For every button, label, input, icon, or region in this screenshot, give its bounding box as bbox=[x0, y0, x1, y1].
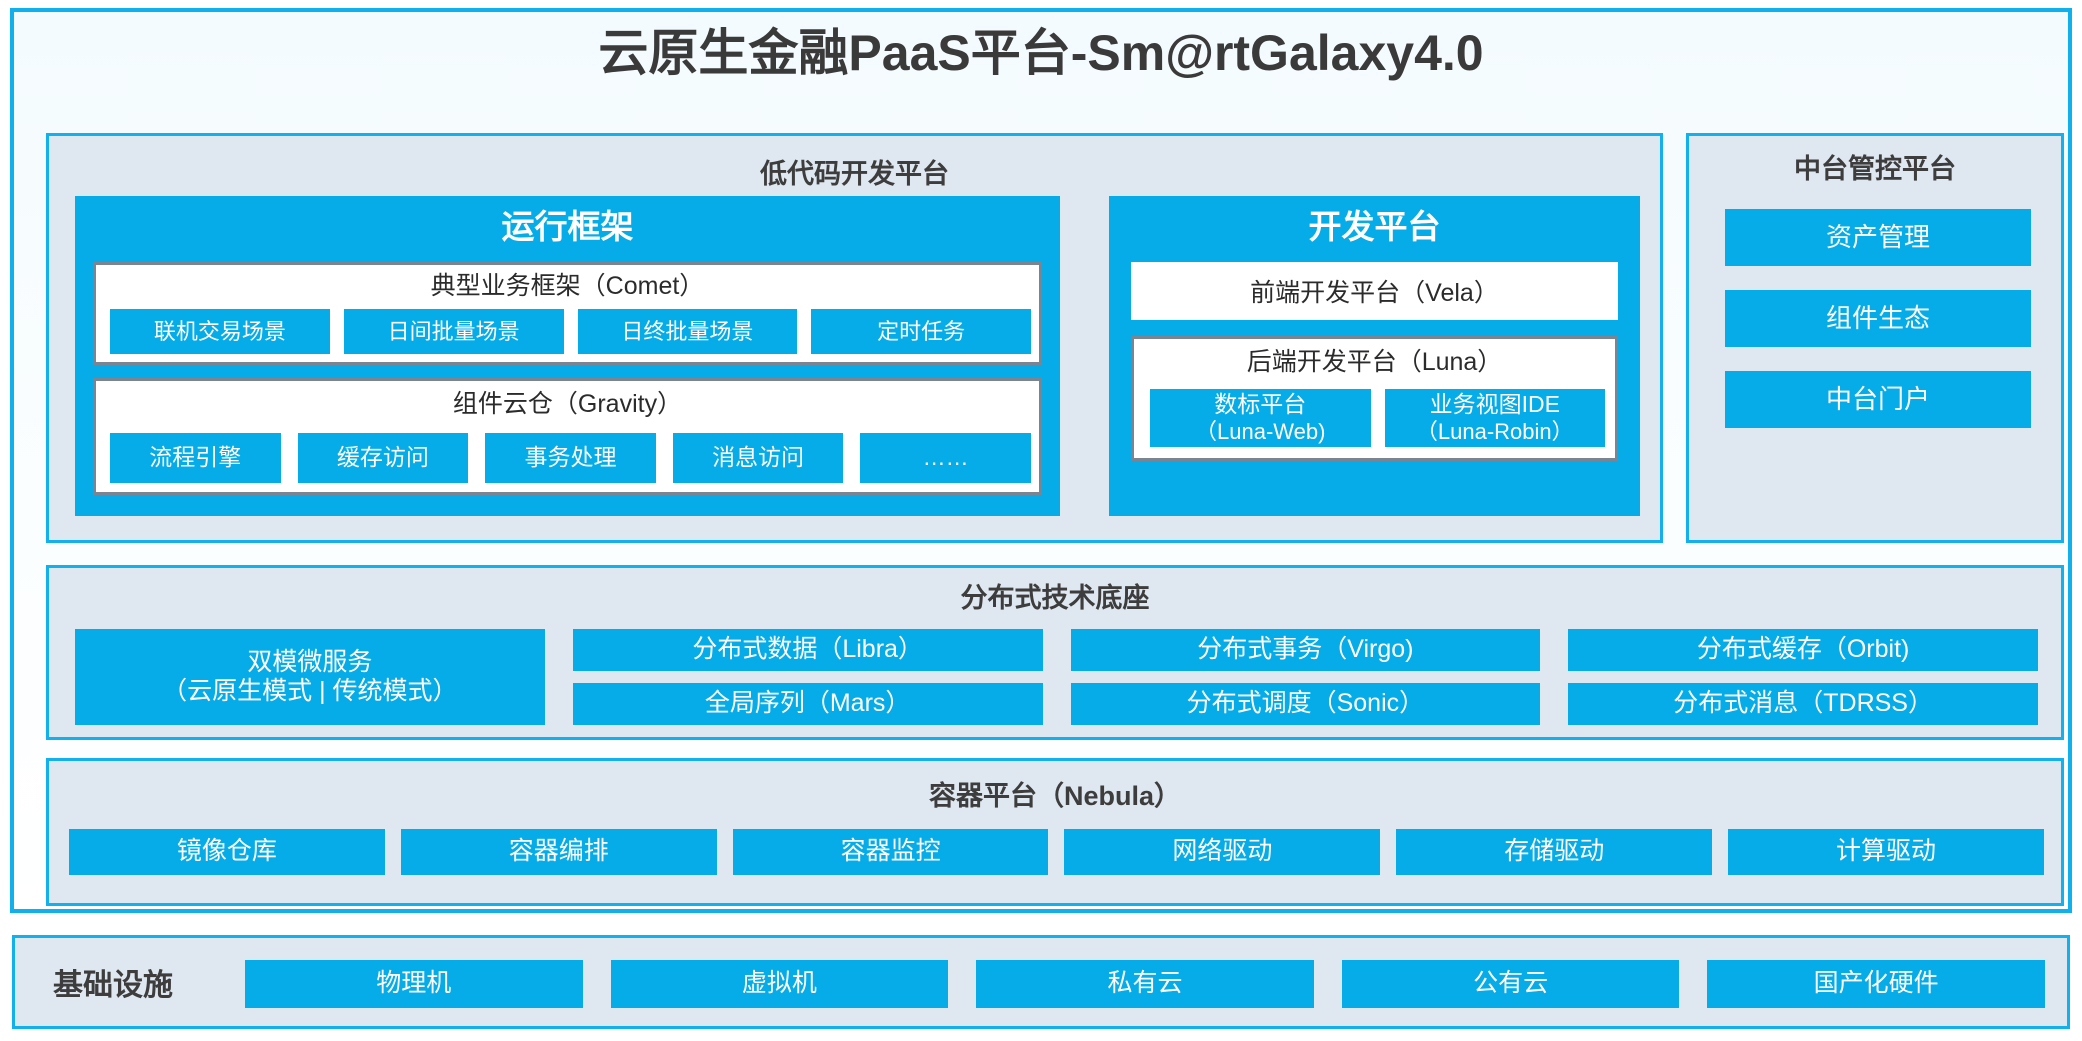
gravity-item[interactable]: 消息访问 bbox=[672, 433, 844, 483]
disttech-item[interactable]: 分布式缓存（Orbit) bbox=[1568, 629, 2038, 671]
disttech-item[interactable]: 分布式消息（TDRSS） bbox=[1568, 683, 2038, 725]
container-platform-title: 容器平台（Nebula） bbox=[928, 781, 1182, 811]
luna-item[interactable]: 数标平台 （Luna-Web) bbox=[1150, 389, 1371, 447]
comet-item[interactable]: 日间批量场景 bbox=[343, 309, 564, 354]
luna-item-sub: （Luna-Robin） bbox=[1415, 418, 1574, 444]
disttech-column-microservice: 双模微服务 （云原生模式 | 传统模式） bbox=[75, 629, 545, 725]
backend-dev-platform-card: 后端开发平台（Luna） 数标平台 （Luna-Web) 业务视图IDE （Lu… bbox=[1131, 336, 1618, 461]
container-item[interactable]: 容器监控 bbox=[732, 829, 1049, 875]
disttech-item[interactable]: 全局序列（Mars） bbox=[572, 683, 1043, 725]
disttech-item[interactable]: 分布式事务（Virgo) bbox=[1070, 629, 1541, 671]
page-title: 云原生金融PaaS平台-Sm@rtGalaxy4.0 bbox=[598, 25, 1484, 81]
container-item[interactable]: 存储驱动 bbox=[1396, 829, 1713, 875]
gravity-title: 组件云仓（Gravity） bbox=[452, 390, 683, 418]
gravity-item[interactable]: 事务处理 bbox=[485, 433, 656, 483]
lowcode-platform-title: 低代码开发平台 bbox=[760, 159, 949, 189]
development-platform-heading: 开发平台 bbox=[1308, 208, 1441, 245]
comet-item[interactable]: 日终批量场景 bbox=[577, 309, 798, 354]
infrastructure-item[interactable]: 物理机 bbox=[245, 960, 583, 1008]
runtime-framework-heading: 运行框架 bbox=[501, 208, 634, 245]
midoffice-item[interactable]: 中台门户 bbox=[1725, 371, 2031, 428]
infrastructure-label: 基础设施 bbox=[53, 969, 173, 1002]
midoffice-item[interactable]: 组件生态 bbox=[1725, 290, 2031, 347]
comet-item[interactable]: 联机交易场景 bbox=[110, 309, 330, 354]
infrastructure-item[interactable]: 公有云 bbox=[1341, 960, 1680, 1008]
midoffice-item-stack: 资产管理 组件生态 中台门户 bbox=[1725, 209, 2031, 452]
disttech-column-data: 分布式数据（Libra） 全局序列（Mars） bbox=[572, 629, 1043, 725]
container-platform-panel: 容器平台（Nebula） 镜像仓库 容器编排 容器监控 网络驱动 存储驱动 计算… bbox=[46, 758, 2064, 906]
luna-item-name: 数标平台 bbox=[1214, 391, 1307, 418]
comet-title: 典型业务框架（Comet） bbox=[430, 272, 705, 300]
comet-item-row: 联机交易场景 日间批量场景 日终批量场景 定时任务 bbox=[110, 309, 1031, 354]
platform-frame: 云原生金融PaaS平台-Sm@rtGalaxy4.0 低代码开发平台 运行框架 … bbox=[10, 8, 2072, 913]
midoffice-control-title: 中台管控平台 bbox=[1794, 154, 1956, 184]
luna-item-row: 数标平台 （Luna-Web) 业务视图IDE （Luna-Robin） bbox=[1150, 389, 1605, 447]
disttech-item-sub: （云原生模式 | 传统模式） bbox=[162, 677, 458, 705]
gravity-item[interactable]: 流程引擎 bbox=[110, 433, 281, 483]
infrastructure-item[interactable]: 私有云 bbox=[976, 960, 1314, 1008]
distributed-tech-panel: 分布式技术底座 双模微服务 （云原生模式 | 传统模式） 分布式数据（Libra… bbox=[46, 565, 2064, 740]
development-platform-block: 开发平台 前端开发平台（Vela） 后端开发平台（Luna） 数标平台 （Lun… bbox=[1109, 196, 1640, 516]
distributed-tech-title: 分布式技术底座 bbox=[960, 583, 1150, 613]
container-item[interactable]: 容器编排 bbox=[400, 829, 717, 875]
frontend-dev-platform-card[interactable]: 前端开发平台（Vela） bbox=[1131, 262, 1618, 320]
distributed-tech-grid: 双模微服务 （云原生模式 | 传统模式） 分布式数据（Libra） 全局序列（M… bbox=[75, 629, 2038, 725]
disttech-column-transaction: 分布式事务（Virgo) 分布式调度（Sonic） bbox=[1070, 629, 1541, 725]
disttech-item[interactable]: 分布式数据（Libra） bbox=[572, 629, 1043, 671]
luna-item-name: 业务视图IDE bbox=[1429, 391, 1560, 418]
gravity-item-row: 流程引擎 缓存访问 事务处理 消息访问 …… bbox=[110, 433, 1031, 483]
gravity-card: 组件云仓（Gravity） 流程引擎 缓存访问 事务处理 消息访问 …… bbox=[93, 378, 1042, 495]
disttech-column-cache: 分布式缓存（Orbit) 分布式消息（TDRSS） bbox=[1568, 629, 2038, 725]
comet-card: 典型业务框架（Comet） 联机交易场景 日间批量场景 日终批量场景 定时任务 bbox=[93, 262, 1042, 365]
runtime-framework-block: 运行框架 典型业务框架（Comet） 联机交易场景 日间批量场景 日终批量场景 … bbox=[75, 196, 1060, 516]
midoffice-control-panel: 中台管控平台 资产管理 组件生态 中台门户 bbox=[1686, 133, 2064, 543]
midoffice-item[interactable]: 资产管理 bbox=[1725, 209, 2031, 266]
lowcode-platform-panel: 低代码开发平台 运行框架 典型业务框架（Comet） 联机交易场景 日间批量场景… bbox=[46, 133, 1663, 543]
container-item-row: 镜像仓库 容器编排 容器监控 网络驱动 存储驱动 计算驱动 bbox=[69, 829, 2044, 875]
container-item[interactable]: 网络驱动 bbox=[1064, 829, 1381, 875]
infrastructure-item-row: 物理机 虚拟机 私有云 公有云 国产化硬件 bbox=[245, 960, 2045, 1008]
disttech-item-microservice[interactable]: 双模微服务 （云原生模式 | 传统模式） bbox=[75, 629, 545, 725]
infrastructure-panel: 基础设施 物理机 虚拟机 私有云 公有云 国产化硬件 bbox=[12, 935, 2070, 1029]
infrastructure-item[interactable]: 国产化硬件 bbox=[1707, 960, 2045, 1008]
luna-item-sub: （Luna-Web) bbox=[1195, 418, 1326, 444]
comet-item[interactable]: 定时任务 bbox=[811, 309, 1031, 354]
gravity-item-ellipsis[interactable]: …… bbox=[860, 433, 1031, 483]
gravity-item[interactable]: 缓存访问 bbox=[297, 433, 469, 483]
container-item[interactable]: 镜像仓库 bbox=[69, 829, 385, 875]
disttech-item-name: 双模微服务 bbox=[247, 647, 373, 676]
backend-dev-platform-title: 后端开发平台（Luna） bbox=[1246, 348, 1503, 376]
disttech-item[interactable]: 分布式调度（Sonic） bbox=[1070, 683, 1541, 725]
container-item[interactable]: 计算驱动 bbox=[1728, 829, 2044, 875]
luna-item[interactable]: 业务视图IDE （Luna-Robin） bbox=[1384, 389, 1605, 447]
infrastructure-item[interactable]: 虚拟机 bbox=[610, 960, 949, 1008]
